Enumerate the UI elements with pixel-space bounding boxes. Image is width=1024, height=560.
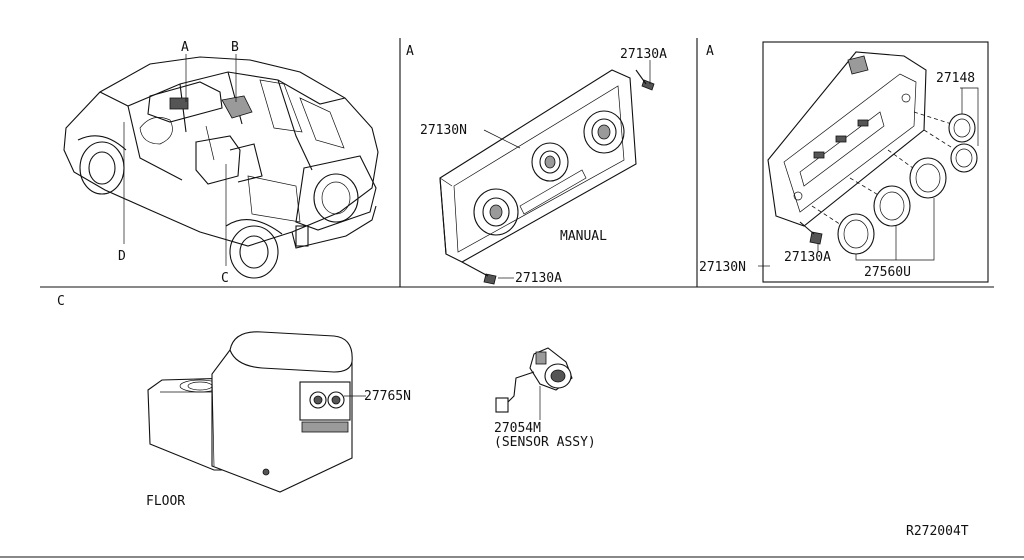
callout-a: A — [181, 40, 189, 55]
rear-vent-b — [221, 95, 253, 119]
knob-27560u-3 — [909, 157, 947, 199]
label-27054m: 27054M — [494, 421, 541, 436]
manual-section-letter: A — [406, 44, 414, 59]
label-27765n: 27765N — [364, 389, 411, 404]
sensor-assy-icon — [495, 347, 573, 413]
manual-control-panel: A — [406, 44, 667, 286]
label-27130n-auto: 27130N — [699, 260, 746, 275]
panel-dividers — [0, 38, 1024, 558]
auto-control-panel: A — [699, 44, 979, 280]
manual-knob-right — [583, 110, 625, 154]
diagram-id: R272004T — [906, 524, 969, 539]
floor-caption: FLOOR — [146, 494, 185, 509]
suv-body — [63, 56, 379, 247]
auto-section-letter: A — [706, 44, 714, 59]
label-27560u: 27560U — [864, 265, 911, 280]
console-rear-cover — [211, 331, 353, 493]
floor-section-letter: C — [57, 294, 65, 309]
manual-slider — [519, 169, 587, 215]
auto-screw-icon — [799, 221, 823, 245]
label-27130a-top: 27130A — [620, 47, 667, 62]
rear-ac-control — [299, 381, 351, 421]
front-wheel — [79, 141, 125, 195]
rear-wheel — [229, 225, 279, 279]
manual-caption: MANUAL — [560, 229, 607, 244]
manual-knob-left — [473, 188, 519, 236]
knob-27560u-2 — [873, 185, 911, 227]
screw-top-icon — [635, 69, 655, 91]
manual-knob-center — [531, 142, 569, 182]
floor-panel: C 27765N FLOOR 27054M (SENSOR ASSY) — [57, 294, 596, 509]
label-27130n-manual: 27130N — [420, 123, 467, 138]
knob-27560u-1 — [837, 213, 875, 255]
vehicle-overview-panel: A B D C — [63, 40, 379, 286]
label-27148: 27148 — [936, 71, 975, 86]
label-27130a-auto: 27130A — [784, 250, 831, 265]
label-27130a-bottom: 27130A — [515, 271, 562, 286]
callout-c: C — [221, 271, 229, 286]
auto-control-unit — [767, 51, 927, 227]
callout-d: D — [118, 249, 126, 264]
knob-27148-1 — [948, 113, 976, 143]
callout-b: B — [231, 40, 239, 55]
label-sensor-assy: (SENSOR ASSY) — [494, 435, 596, 450]
screw-bottom-icon — [461, 261, 497, 285]
knob-27148-2 — [950, 143, 978, 173]
front-ac-panel — [169, 97, 189, 110]
